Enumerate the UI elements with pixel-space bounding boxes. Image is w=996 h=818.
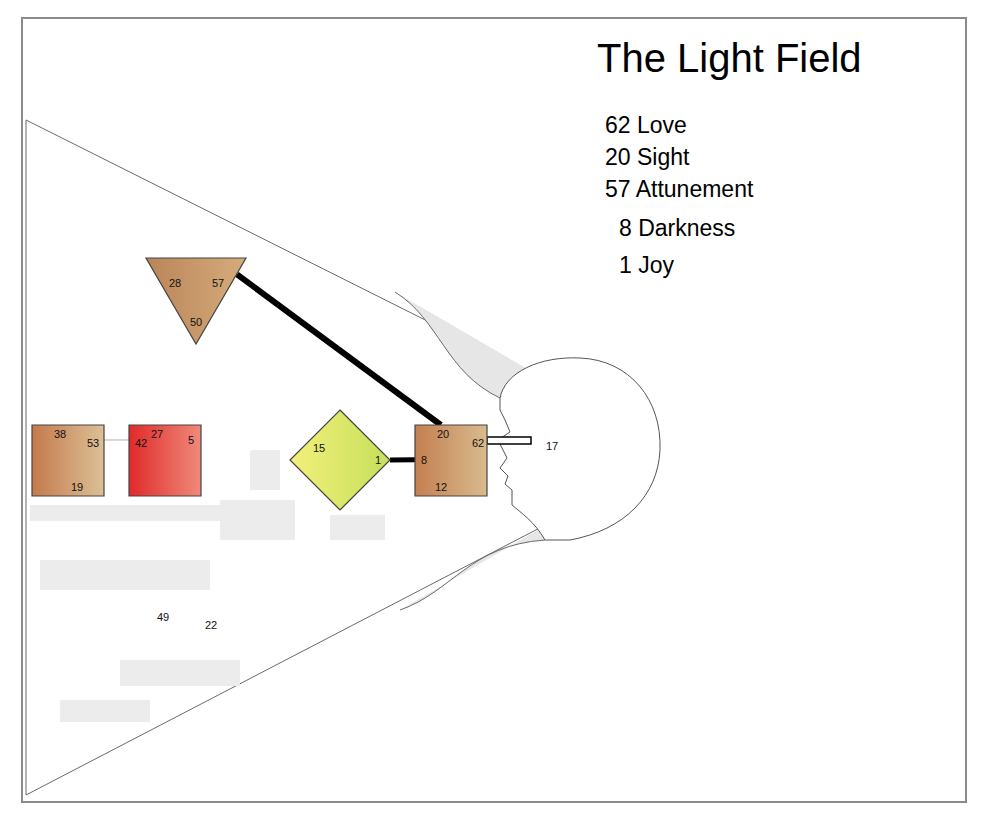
wisp [330, 515, 385, 540]
cone-shade [400, 520, 555, 610]
connector-line [237, 274, 441, 425]
energy-triangle-fill [146, 258, 246, 344]
wisp [60, 700, 150, 722]
node-number: 28 [169, 278, 181, 289]
energy-square-fill [415, 425, 487, 496]
node-number: 38 [54, 429, 66, 440]
head-profile [498, 358, 660, 540]
node-number: 57 [212, 278, 224, 289]
cone-curve [400, 540, 545, 610]
light-cone [26, 120, 555, 795]
diagram-title: The Light Field [597, 38, 862, 78]
callout-number: 22 [204, 620, 218, 631]
node-number: 42 [135, 438, 147, 449]
key-entry: 1 Joy [619, 254, 674, 277]
energy-square-fill [129, 425, 201, 496]
key-entry: 8 Darkness [619, 217, 735, 240]
node-number: 20 [437, 429, 449, 440]
node-number: 62 [472, 438, 484, 449]
energy-diamond: 15 1 [290, 410, 390, 510]
connector-line [390, 457, 415, 462]
energy-square-outline [32, 425, 104, 496]
energy-diamond-fill [290, 410, 390, 510]
energy-square-fill [32, 425, 104, 496]
light-wire [487, 437, 531, 444]
energy-square: 27 42 5 [129, 425, 201, 496]
wisp [120, 660, 240, 686]
energy-triangle: 28 57 50 [146, 258, 246, 344]
energy-square: 38 53 19 [32, 425, 104, 496]
callout-number: 17 [545, 441, 559, 452]
wisp [220, 500, 295, 540]
node-number: 12 [435, 482, 447, 493]
node-number: 8 [421, 455, 427, 466]
key-entry: 62 Love [605, 114, 687, 137]
node-number: 15 [313, 443, 325, 454]
energy-triangle-outline [146, 258, 246, 344]
node-number: 1 [375, 455, 381, 466]
callout-number: 49 [156, 612, 170, 623]
key-entry: 57 Attunement [605, 178, 753, 201]
node-number: 27 [151, 429, 163, 440]
frame [22, 18, 966, 802]
key-entry: 20 Sight [605, 146, 689, 169]
node-number: 50 [190, 317, 202, 328]
energy-square: 20 62 8 12 [415, 425, 487, 496]
cone-curve [395, 292, 500, 398]
node-number: 5 [188, 435, 194, 446]
connector-line [104, 439, 129, 441]
wisp [250, 450, 280, 490]
node-number: 53 [87, 438, 99, 449]
node-number: 19 [71, 482, 83, 493]
wisp [40, 560, 210, 590]
